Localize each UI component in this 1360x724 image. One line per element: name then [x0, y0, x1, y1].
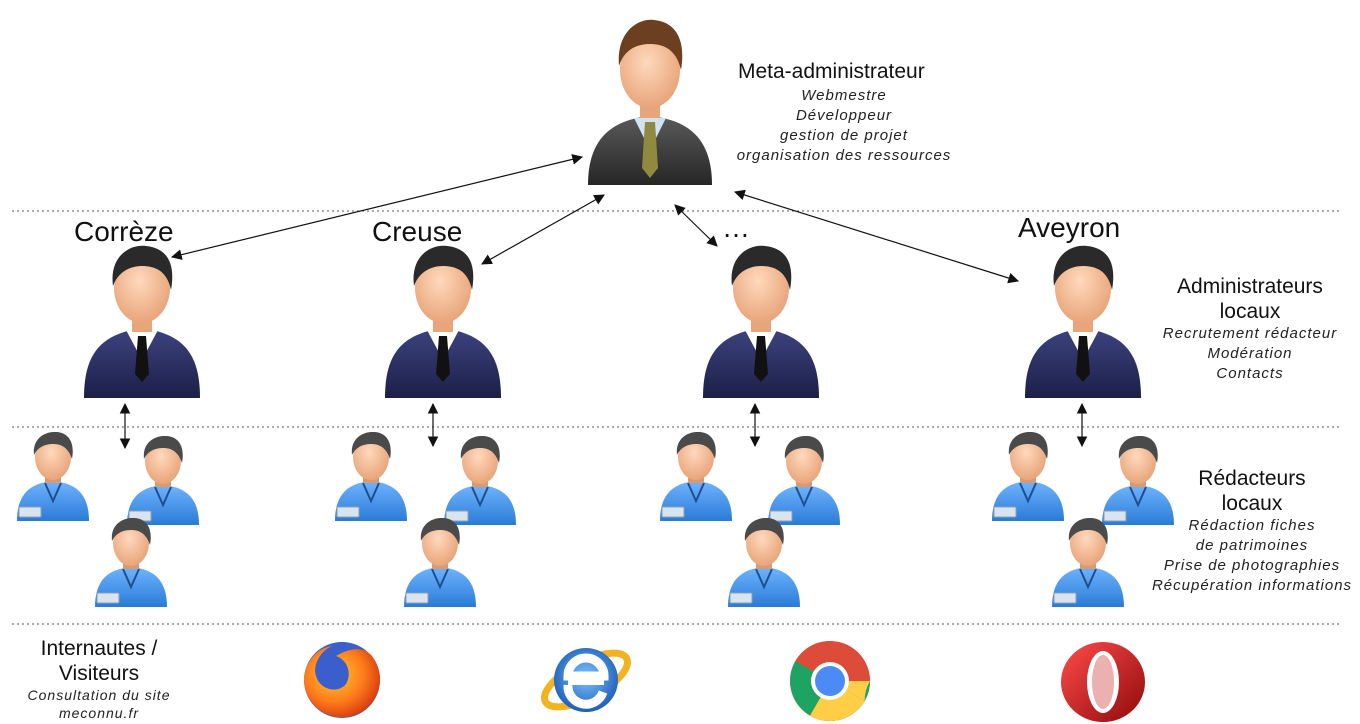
local-admins-task: Recrutement rédacteur [1162, 325, 1338, 342]
arrow-meta-other [674, 204, 718, 247]
local-admins-title: Administrateurs [1177, 275, 1323, 298]
editor-icon [992, 432, 1064, 521]
internet-explorer-icon [541, 648, 631, 712]
department-label-aveyron: Aveyron [1018, 212, 1121, 243]
admin-icon-aveyron [1025, 245, 1141, 398]
visitors-title: Internautes / [40, 637, 158, 660]
arrow-meta-aveyron [733, 189, 1020, 284]
section-dividers [12, 210, 1342, 625]
admin-icon-creuse [385, 245, 501, 398]
local-editors-title: locaux [1221, 492, 1283, 515]
admin-icon-correze [84, 245, 200, 398]
editor-icon [95, 518, 167, 607]
editor-group-aveyron [992, 432, 1174, 607]
arrow-meta-creuse [481, 194, 605, 265]
local-editors-legend: Rédacteurs locaux Rédaction fiches de pa… [1148, 466, 1356, 596]
visitors-title: Visiteurs [58, 662, 140, 685]
meta-admin-task: Webmestre [801, 87, 887, 104]
arrow-meta-correze [170, 154, 584, 260]
editor-group-correze [17, 432, 199, 607]
local-admins-task: Modération [1207, 345, 1293, 362]
visitors-task: Consultation du site [27, 687, 171, 703]
local-editors-title: Rédacteurs [1198, 467, 1306, 490]
editor-icon [660, 432, 732, 521]
editor-icon [444, 436, 516, 525]
local-editors-task: de patrimoines [1195, 537, 1309, 554]
meta-admin-tasks: Webmestre Développeur gestion de projet … [728, 86, 960, 166]
local-admins-task: Contacts [1216, 365, 1284, 382]
local-admins-title: locaux [1219, 300, 1281, 323]
editor-icon [1052, 518, 1124, 607]
department-label-correze: Corrèze [74, 216, 174, 247]
meta-admin-task: Développeur [795, 107, 893, 124]
meta-admin-icon [588, 19, 712, 185]
editor-group-creuse [335, 432, 516, 607]
chrome-icon [790, 641, 870, 721]
local-editors-task: Rédaction fiches [1188, 517, 1316, 534]
admin-icon-other [703, 245, 819, 398]
editor-icon [768, 436, 840, 525]
editor-icon [728, 518, 800, 607]
local-admins-legend: Administrateurs locaux Recrutement rédac… [1150, 274, 1350, 384]
editor-icon [127, 436, 199, 525]
meta-admin-task: gestion de projet [780, 127, 908, 144]
department-label-other: … [722, 212, 750, 243]
connection-arrows [119, 154, 1088, 450]
meta-admin-title: Meta-administrateur [738, 60, 925, 83]
editor-group-other [660, 432, 840, 607]
local-editors-task: Récupération informations [1151, 577, 1353, 594]
meta-admin-task: organisation des ressources [736, 147, 952, 164]
editor-icon [17, 432, 89, 521]
local-editors-task: Prise de photographies [1163, 557, 1341, 574]
department-label-creuse: Creuse [372, 216, 463, 247]
firefox-icon [304, 642, 380, 718]
opera-icon [1061, 642, 1145, 722]
editor-icon [335, 432, 407, 521]
visitors-legend: Internautes / Visiteurs Consultation du … [4, 636, 194, 722]
editor-icon [404, 518, 476, 607]
visitors-task: meconnu.fr [58, 705, 140, 721]
